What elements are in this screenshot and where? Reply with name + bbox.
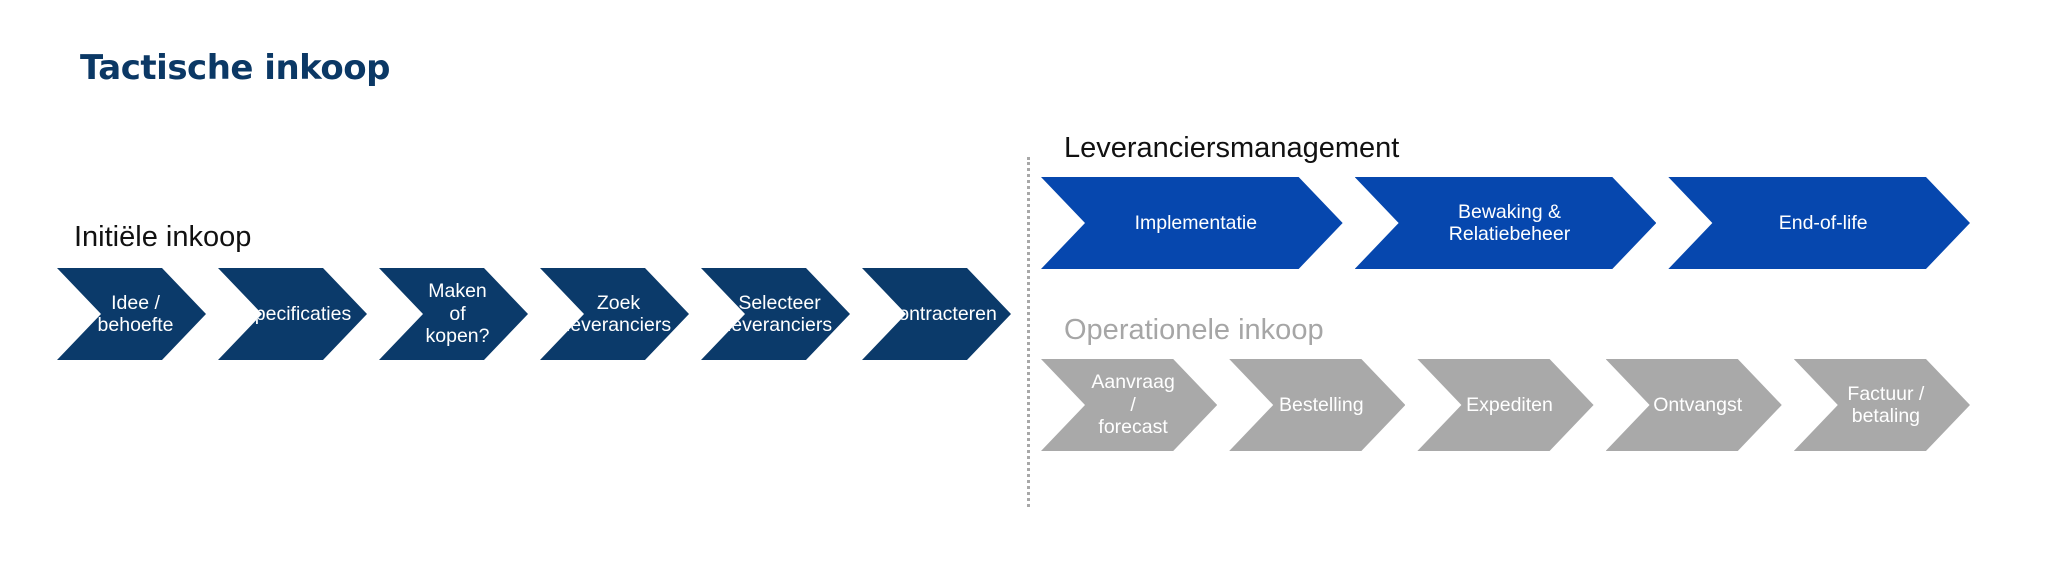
process-step-aanvraag-forecast: Aanvraag / forecast	[1041, 359, 1217, 451]
initial-purchasing-label: Initiële inkoop	[74, 221, 252, 253]
process-step-selecteer-leveranciers: Selecteer leveranciers	[701, 268, 850, 360]
step-label: Zoek leveranciers	[565, 291, 672, 336]
process-step-bewaking-relatiebeheer: Bewaking & Relatiebeheer	[1355, 177, 1657, 269]
process-step-maken-of-kopen: Maken of kopen?	[379, 268, 528, 360]
process-step-expediten: Expediten	[1417, 359, 1593, 451]
step-label: Bestelling	[1279, 393, 1364, 416]
step-label: Bewaking & Relatiebeheer	[1448, 200, 1571, 245]
step-label: Contracteren	[884, 302, 997, 325]
process-step-implementatie: Implementatie	[1041, 177, 1343, 269]
step-label: Implementatie	[1134, 211, 1258, 234]
step-label: Ontvangst	[1653, 393, 1743, 416]
process-step-contracteren: Contracteren	[862, 268, 1011, 360]
page-title: Tactische inkoop	[80, 48, 390, 88]
step-label: Aanvraag / forecast	[1091, 371, 1175, 439]
step-label: Maken of kopen?	[425, 280, 490, 348]
step-label: Specificaties	[241, 302, 352, 325]
supplier-management-label: Leveranciersmanagement	[1064, 132, 1400, 164]
step-label: End-of-life	[1778, 211, 1868, 234]
process-step-zoek-leveranciers: Zoek leveranciers	[540, 268, 689, 360]
section-divider	[1027, 157, 1030, 507]
step-label: Factuur / betaling	[1847, 382, 1925, 427]
operational-purchasing-label: Operationele inkoop	[1064, 314, 1324, 346]
step-label: Expediten	[1466, 393, 1553, 416]
process-step-end-of-life: End-of-life	[1668, 177, 1970, 269]
step-label: Idee / behoefte	[97, 291, 174, 336]
process-step-idee-behoefte: Idee / behoefte	[57, 268, 206, 360]
step-label: Selecteer leveranciers	[726, 291, 833, 336]
process-step-specificaties: Specificaties	[218, 268, 367, 360]
process-step-bestelling: Bestelling	[1229, 359, 1405, 451]
process-step-ontvangst: Ontvangst	[1606, 359, 1782, 451]
process-step-factuur-betaling: Factuur / betaling	[1794, 359, 1970, 451]
